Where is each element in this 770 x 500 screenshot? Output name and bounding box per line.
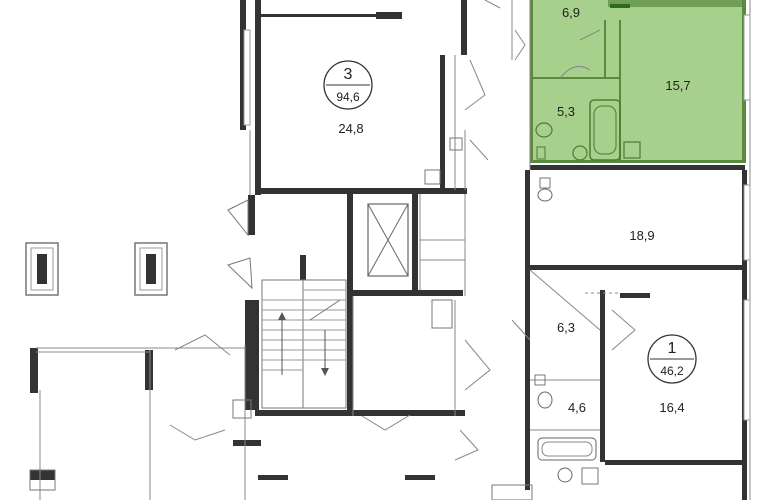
unit-area: 94,6 [336, 90, 360, 104]
room-area-label: 18,9 [629, 228, 654, 243]
bathtub [589, 99, 621, 161]
unit-area: 46,2 [660, 364, 684, 378]
highlight-area-top [530, 0, 745, 78]
doors [169, 0, 636, 461]
room-area-label: 5,3 [557, 104, 575, 119]
room-area-label: 15,7 [665, 78, 690, 93]
sink [557, 467, 573, 483]
room-area-label: 4,6 [568, 400, 586, 415]
windows [243, 14, 751, 421]
elevator [367, 203, 409, 277]
bathtub [537, 437, 597, 461]
staircase [261, 279, 347, 409]
walls [30, 0, 747, 500]
unit-number: 3 [344, 66, 353, 83]
unit-number: 1 [668, 340, 677, 357]
room-area-label: 24,8 [338, 121, 363, 136]
sink [572, 145, 588, 161]
thin-lines [36, 0, 751, 500]
toilet [537, 391, 553, 409]
fixtures [29, 137, 599, 500]
highlighted-apartment[interactable] [530, 0, 746, 163]
room-area-label: 6,3 [557, 320, 575, 335]
room-area-label: 6,9 [562, 5, 580, 20]
room-area-label: 16,4 [659, 400, 684, 415]
unit-marker-1: 1 46,2 [647, 334, 697, 384]
room-labels: 6,9 15,7 5,3 24,8 18,9 6,3 4,6 16,4 [338, 5, 690, 415]
pillars [25, 242, 168, 296]
highlight-area-bottom [530, 78, 745, 163]
unit-marker-3: 3 94,6 [323, 60, 373, 110]
toilet [535, 122, 553, 138]
